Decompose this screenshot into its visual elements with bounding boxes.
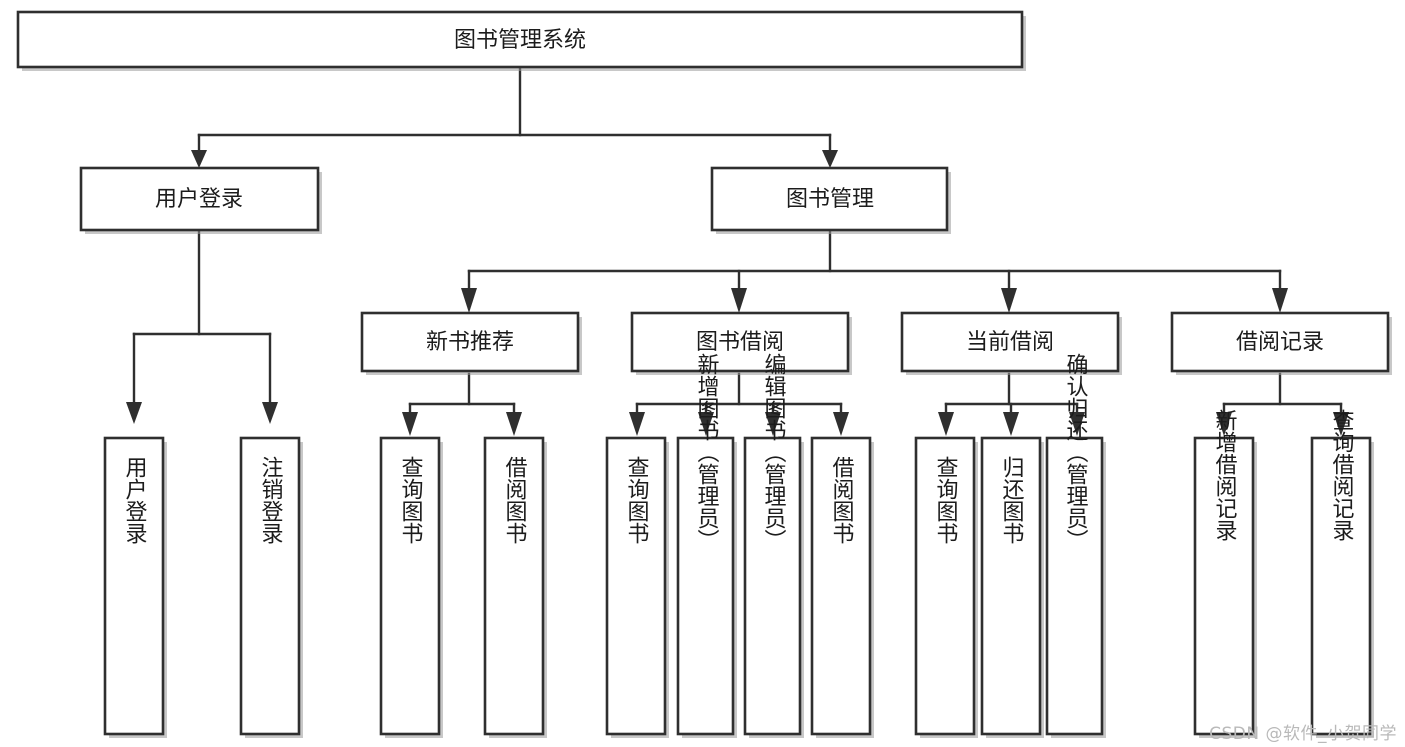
- node-user-login-label: 用户登录: [155, 187, 243, 212]
- node-borrow-record[interactable]: 借阅记录: [1170, 311, 1392, 375]
- leaf-user-login-2[interactable]: 注销登录: [239, 436, 303, 738]
- connector-book-borrow-to-leaves: [629, 372, 849, 436]
- connector-user-login-to-leaves: [126, 230, 278, 424]
- leaf-borrow-record-1[interactable]: 新增借阅记录: [1193, 409, 1257, 738]
- leaf-book-borrow-3-label: 编辑图书（管理员）: [761, 353, 787, 551]
- node-book-borrow-label: 图书借阅: [696, 330, 784, 355]
- node-book-management-label: 图书管理: [786, 187, 874, 212]
- leaf-user-login-1[interactable]: 用户登录: [103, 436, 167, 738]
- connector-root-to-level2: [191, 66, 838, 168]
- leaf-book-borrow-2[interactable]: 新增图书（管理员）: [676, 353, 737, 738]
- node-new-book-recommend[interactable]: 新书推荐: [360, 311, 582, 375]
- node-current-borrow[interactable]: 当前借阅: [900, 311, 1122, 375]
- leaf-book-borrow-3[interactable]: 编辑图书（管理员）: [743, 353, 804, 738]
- leaf-borrow-record-2-label: 查询借阅记录: [1329, 409, 1355, 541]
- leaf-current-borrow-3-label: 确认归还（管理员）: [1063, 353, 1089, 551]
- connector-new-book-to-leaves: [402, 372, 522, 436]
- node-root[interactable]: 图书管理系统: [16, 10, 1026, 71]
- leaf-borrow-record-2[interactable]: 查询借阅记录: [1310, 409, 1374, 738]
- connectors: [126, 66, 1349, 436]
- connector-current-borrow-to-leaves: [938, 372, 1085, 436]
- node-root-label: 图书管理系统: [454, 28, 586, 53]
- leaf-user-login-2-label: 注销登录: [258, 456, 284, 544]
- leaf-book-borrow-4[interactable]: 借阅图书: [810, 436, 874, 738]
- leaf-new-book-1[interactable]: 查询图书: [379, 436, 443, 738]
- node-user-login[interactable]: 用户登录: [79, 166, 322, 234]
- leaf-new-book-2-label: 借阅图书: [502, 456, 528, 544]
- leaf-current-borrow-3[interactable]: 确认归还（管理员）: [1045, 353, 1106, 738]
- node-new-book-recommend-label: 新书推荐: [426, 330, 514, 355]
- leaf-user-login-1-label: 用户登录: [122, 456, 148, 544]
- leaf-new-book-2[interactable]: 借阅图书: [483, 436, 547, 738]
- leaf-new-book-1-label: 查询图书: [398, 456, 424, 544]
- connector-book-mgmt-to-level3: [461, 230, 1288, 313]
- leaf-current-borrow-2-label: 归还图书: [999, 456, 1025, 544]
- leaf-current-borrow-1-label: 查询图书: [933, 456, 959, 544]
- leaf-current-borrow-1[interactable]: 查询图书: [914, 436, 978, 738]
- node-book-borrow[interactable]: 图书借阅: [630, 311, 852, 375]
- leaf-book-borrow-1[interactable]: 查询图书: [605, 436, 669, 738]
- leaf-borrow-record-1-label: 新增借阅记录: [1212, 409, 1238, 541]
- node-current-borrow-label: 当前借阅: [966, 330, 1054, 355]
- connector-borrow-record-to-leaves: [1216, 372, 1349, 436]
- leaf-book-borrow-4-label: 借阅图书: [829, 456, 855, 544]
- node-book-management[interactable]: 图书管理: [710, 166, 951, 234]
- leaf-book-borrow-2-label: 新增图书（管理员）: [694, 353, 720, 551]
- node-borrow-record-label: 借阅记录: [1236, 330, 1324, 355]
- csdn-watermark: CSDN @软件_小贺同学: [1209, 724, 1397, 744]
- leaf-book-borrow-1-label: 查询图书: [624, 456, 650, 544]
- leaf-current-borrow-2[interactable]: 归还图书: [980, 436, 1044, 738]
